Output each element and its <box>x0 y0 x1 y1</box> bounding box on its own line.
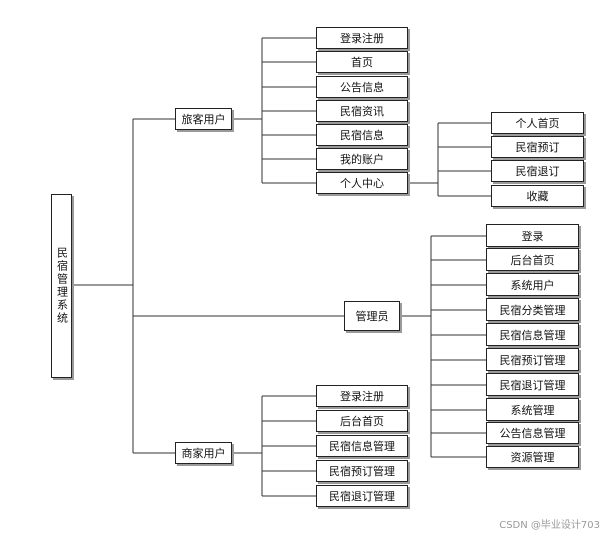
role-node-admin: 管理员 <box>344 301 400 331</box>
tourist-item-personal-center: 个人中心 <box>316 172 408 194</box>
role-node-tourist: 旅客用户 <box>175 108 232 130</box>
tourist-item-homestay-info: 民宿信息 <box>316 124 408 146</box>
admin-item-login: 登录 <box>486 224 579 247</box>
watermark: CSDN @毕业设计703 <box>499 520 600 531</box>
personal-center-item-cancel-booking: 民宿退订 <box>491 160 584 182</box>
role-node-merchant: 商家用户 <box>175 442 232 464</box>
admin-item-system-management: 系统管理 <box>486 398 579 421</box>
tourist-item-my-account: 我的账户 <box>316 148 408 170</box>
tourist-item-login-register: 登录注册 <box>316 27 408 49</box>
merchant-item-dashboard: 后台首页 <box>316 410 408 432</box>
personal-center-item-booking: 民宿预订 <box>491 136 584 158</box>
admin-item-booking-management: 民宿预订管理 <box>486 348 579 371</box>
personal-center-item-home: 个人首页 <box>491 112 584 134</box>
tourist-item-home: 首页 <box>316 51 408 73</box>
personal-center-item-favorites: 收藏 <box>491 185 584 207</box>
merchant-item-login-register: 登录注册 <box>316 385 408 407</box>
merchant-item-booking-management: 民宿预订管理 <box>316 460 408 482</box>
admin-item-resource-management: 资源管理 <box>486 446 579 468</box>
admin-item-dashboard: 后台首页 <box>486 248 579 271</box>
admin-item-announcement-management: 公告信息管理 <box>486 422 579 444</box>
admin-item-category-management: 民宿分类管理 <box>486 298 579 321</box>
admin-item-homestay-info-management: 民宿信息管理 <box>486 323 579 346</box>
admin-item-system-users: 系统用户 <box>486 273 579 296</box>
tourist-item-homestay-news: 民宿资讯 <box>316 100 408 122</box>
merchant-item-homestay-info-management: 民宿信息管理 <box>316 435 408 457</box>
root-node: 民宿管理系统 <box>51 194 72 378</box>
admin-item-cancellation-management: 民宿退订管理 <box>486 373 579 396</box>
tourist-item-announcements: 公告信息 <box>316 76 408 98</box>
merchant-item-cancellation-management: 民宿退订管理 <box>316 485 408 507</box>
